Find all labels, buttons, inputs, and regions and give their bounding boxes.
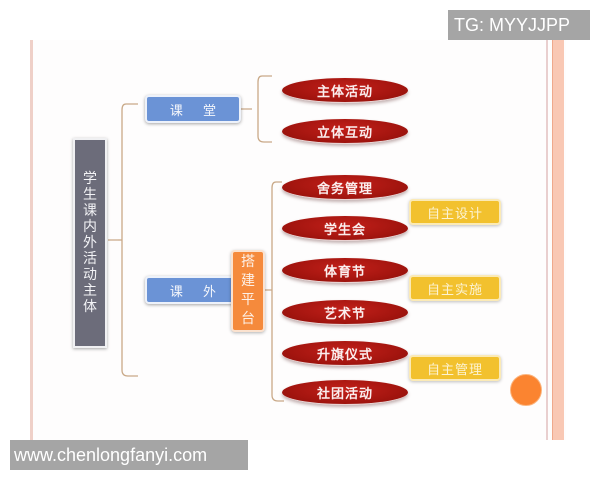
root-node: 学生课内外活动主体 (73, 138, 107, 348)
activity-ellipse: 升旗仪式 (282, 341, 408, 366)
activity-ellipse: 社团活动 (282, 380, 408, 405)
watermark-bottom: www.chenlongfanyi.com (10, 440, 248, 470)
slide-left-border (30, 40, 33, 440)
outcome-self-manage: 自主管理 (409, 355, 501, 381)
watermark-top: TG: MYYJJPP (448, 10, 590, 40)
activity-ellipse: 舍务管理 (282, 175, 408, 200)
decorative-circle (510, 374, 542, 406)
outcome-self-design: 自主设计 (409, 199, 501, 225)
branch-classroom: 课 堂 (145, 95, 241, 123)
activity-ellipse: 体育节 (282, 258, 408, 283)
activity-ellipse: 艺术节 (282, 300, 408, 325)
slide-right-border-line (546, 40, 548, 440)
platform-node-label: 搭建平台 (241, 254, 255, 327)
activity-ellipse: 立体互动 (282, 119, 408, 144)
branch-extracurricular: 课 外 (145, 276, 241, 304)
activity-ellipse: 学生会 (282, 216, 408, 241)
activity-ellipse: 主体活动 (282, 78, 408, 103)
outcome-self-implement: 自主实施 (409, 275, 501, 301)
platform-node: 搭建平台 (231, 250, 265, 332)
slide-right-border-band (552, 40, 564, 440)
root-node-label: 学生课内外活动主体 (83, 171, 97, 315)
